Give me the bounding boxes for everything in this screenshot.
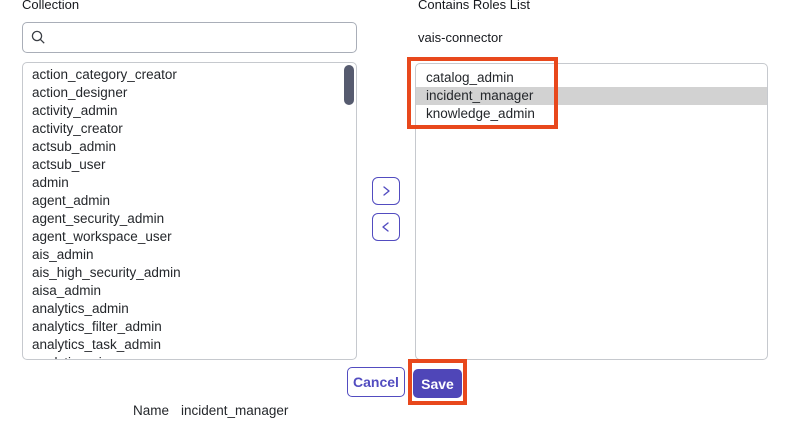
collection-search[interactable] [22,22,357,53]
name-label: Name [133,403,170,418]
list-item[interactable]: action_designer [32,85,128,100]
list-item[interactable]: activity_admin [32,103,118,118]
list-item[interactable]: ais_high_security_admin [32,265,181,280]
search-icon [31,30,45,44]
chevron-right-icon [383,186,390,196]
contains-roles-label: Contains Roles List [418,0,530,12]
list-item[interactable]: analytics_task_admin [32,337,162,352]
scrollbar-thumb[interactable] [344,65,354,105]
list-item[interactable]: actsub_admin [32,139,117,154]
list-item[interactable]: ais_admin [32,247,94,262]
list-item[interactable]: admin [32,175,69,190]
remove-role-button[interactable] [372,213,400,241]
list-item[interactable]: activity_creator [32,121,123,136]
group-name: vais-connector [418,30,503,45]
list-item[interactable]: agent_workspace_user [32,229,172,244]
list-item[interactable]: analytics_viewer [23,354,356,359]
list-item[interactable]: incident_manager [416,87,767,105]
save-button[interactable]: Save [413,369,462,398]
collection-label: Collection [22,0,80,12]
list-item[interactable]: knowledge_admin [426,106,535,121]
list-item[interactable]: agent_security_admin [32,211,165,226]
list-item[interactable]: analytics_admin [32,301,129,316]
list-item[interactable]: analytics_filter_admin [32,319,162,334]
list-item[interactable]: agent_admin [32,193,111,208]
cancel-button[interactable]: Cancel [347,367,405,397]
name-row: Name incident_manager [133,403,288,418]
list-item[interactable]: aisa_admin [32,283,102,298]
add-role-button[interactable] [372,177,400,205]
list-item[interactable]: actsub_user [32,157,106,172]
search-input[interactable] [52,30,348,45]
name-value: incident_manager [181,403,289,418]
list-item[interactable]: action_category_creator [32,67,177,82]
list-item[interactable]: catalog_admin [426,70,514,85]
chevron-left-icon [382,222,389,232]
